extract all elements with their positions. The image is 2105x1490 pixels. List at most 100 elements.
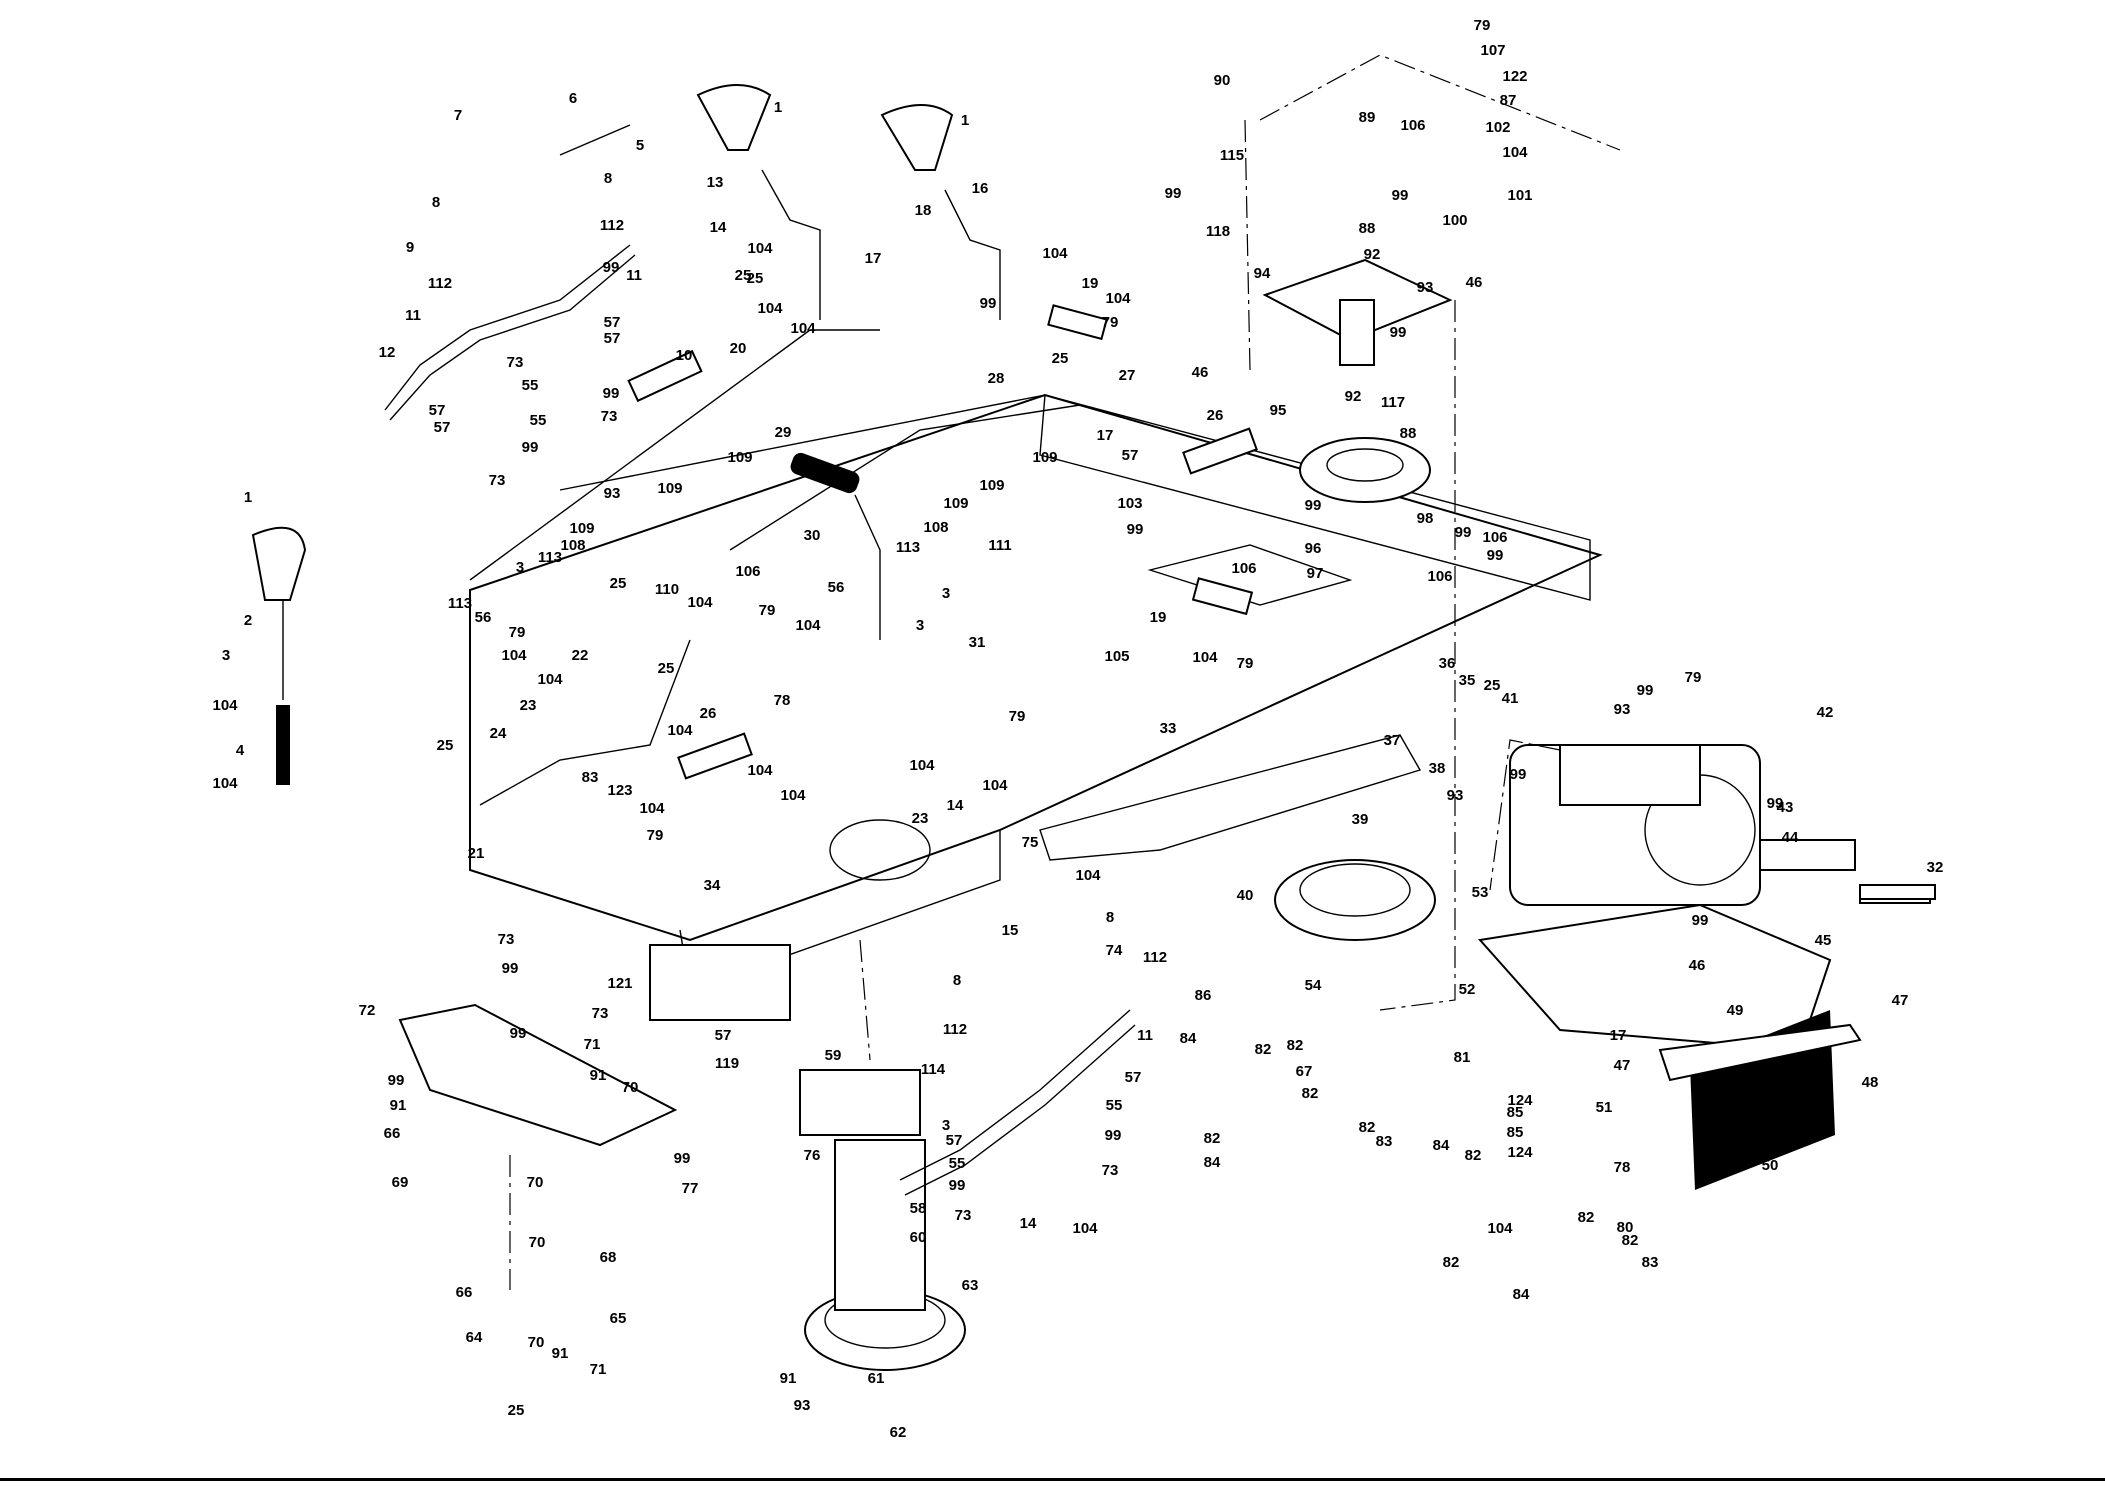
callout-104: 104 (1502, 144, 1528, 161)
callout-70: 70 (528, 1334, 545, 1351)
callout-21: 21 (468, 845, 485, 862)
callout-107: 107 (1480, 42, 1505, 59)
callout-88: 88 (1400, 425, 1417, 442)
callout-57: 57 (715, 1027, 732, 1044)
callout-2: 2 (244, 612, 252, 629)
callout-52: 52 (1459, 981, 1476, 998)
callout-104: 104 (982, 777, 1008, 794)
callout-11: 11 (626, 267, 642, 284)
callout-26: 26 (1207, 407, 1224, 424)
callout-73: 73 (1102, 1162, 1119, 1179)
callout-72: 72 (359, 1002, 376, 1019)
callout-14: 14 (947, 797, 964, 814)
callout-82: 82 (1359, 1119, 1376, 1136)
callout-99: 99 (1487, 547, 1504, 564)
callout-122: 122 (1502, 68, 1527, 85)
callout-17: 17 (865, 250, 882, 267)
callout-9: 9 (406, 239, 414, 256)
callout-4: 4 (236, 742, 245, 759)
callout-14: 14 (710, 219, 727, 236)
callout-70: 70 (527, 1174, 544, 1191)
callout-91: 91 (590, 1067, 607, 1084)
callout-99: 99 (980, 295, 997, 312)
callout-18: 18 (915, 202, 932, 219)
callout-109: 109 (657, 480, 682, 497)
callout-46: 46 (1689, 957, 1706, 974)
callout-92: 92 (1364, 246, 1381, 263)
callout-57: 57 (946, 1132, 963, 1149)
callout-55: 55 (1106, 1097, 1123, 1114)
callout-82: 82 (1302, 1085, 1319, 1102)
callout-99: 99 (1455, 524, 1472, 541)
deck-plate-left (398, 944, 791, 1147)
callout-82: 82 (1443, 1254, 1460, 1271)
callout-28: 28 (988, 370, 1005, 387)
callout-39: 39 (1352, 811, 1369, 828)
callout-19: 19 (1150, 609, 1167, 626)
callout-25: 25 (508, 1402, 525, 1419)
callout-99: 99 (1637, 682, 1654, 699)
callout-70: 70 (622, 1079, 639, 1096)
callout-73: 73 (601, 408, 618, 425)
callout-46: 46 (1466, 274, 1483, 291)
callout-104: 104 (1042, 245, 1068, 262)
callout-73: 73 (592, 1005, 609, 1022)
callout-24: 24 (490, 725, 507, 742)
callout-33: 33 (1160, 720, 1177, 737)
callout-109: 109 (569, 520, 594, 537)
callout-98: 98 (1417, 510, 1434, 527)
callout-112: 112 (428, 275, 452, 292)
callout-118: 118 (1206, 223, 1230, 240)
callout-8: 8 (432, 194, 440, 211)
callout-13: 13 (707, 174, 724, 191)
callout-104: 104 (795, 617, 821, 634)
callout-112: 112 (600, 217, 624, 234)
callout-3: 3 (942, 585, 950, 602)
callout-44: 44 (1782, 829, 1799, 846)
callout-32: 32 (1927, 859, 1944, 876)
callout-47: 47 (1614, 1057, 1631, 1074)
callout-104: 104 (212, 697, 238, 714)
callout-85: 85 (1507, 1124, 1524, 1141)
gear-shift-knob (251, 526, 307, 785)
callout-38: 38 (1429, 760, 1446, 777)
callout-115: 115 (1220, 147, 1244, 164)
callout-56: 56 (828, 579, 845, 596)
drive-belt-upper (384, 244, 636, 421)
callout-8: 8 (953, 972, 961, 989)
callout-25: 25 (437, 737, 454, 754)
callout-104: 104 (537, 671, 563, 688)
callout-99: 99 (510, 1025, 527, 1042)
callout-80: 80 (1617, 1219, 1634, 1236)
callout-14: 14 (1020, 1215, 1037, 1232)
callout-111: 111 (988, 537, 1011, 554)
callout-35: 35 (1459, 672, 1476, 689)
callout-99: 99 (1767, 795, 1784, 812)
callout-99: 99 (1105, 1127, 1122, 1144)
rod-20 (469, 329, 880, 581)
callout-69: 69 (392, 1174, 409, 1191)
callout-73: 73 (955, 1207, 972, 1224)
callout-99: 99 (603, 259, 620, 276)
callout-99: 99 (1390, 324, 1407, 341)
spring-10 (627, 349, 703, 403)
callout-11: 11 (1137, 1027, 1153, 1044)
callout-71: 71 (584, 1036, 601, 1053)
callout-11: 11 (405, 307, 421, 324)
callout-101: 101 (1507, 187, 1532, 204)
callout-104: 104 (1105, 290, 1131, 307)
callout-99: 99 (1510, 766, 1527, 783)
callout-78: 78 (1614, 1159, 1631, 1176)
callout-66: 66 (384, 1125, 401, 1142)
callout-106: 106 (1400, 117, 1425, 134)
callout-49: 49 (1727, 1002, 1744, 1019)
callout-73: 73 (507, 354, 524, 371)
callout-108: 108 (923, 519, 948, 536)
callout-3: 3 (942, 1117, 950, 1134)
rod-32 (1859, 884, 1936, 900)
callout-89: 89 (1359, 109, 1376, 126)
callout-99: 99 (949, 1177, 966, 1194)
callout-93: 93 (604, 485, 621, 502)
callout-22: 22 (572, 647, 589, 664)
callout-57: 57 (604, 314, 621, 331)
